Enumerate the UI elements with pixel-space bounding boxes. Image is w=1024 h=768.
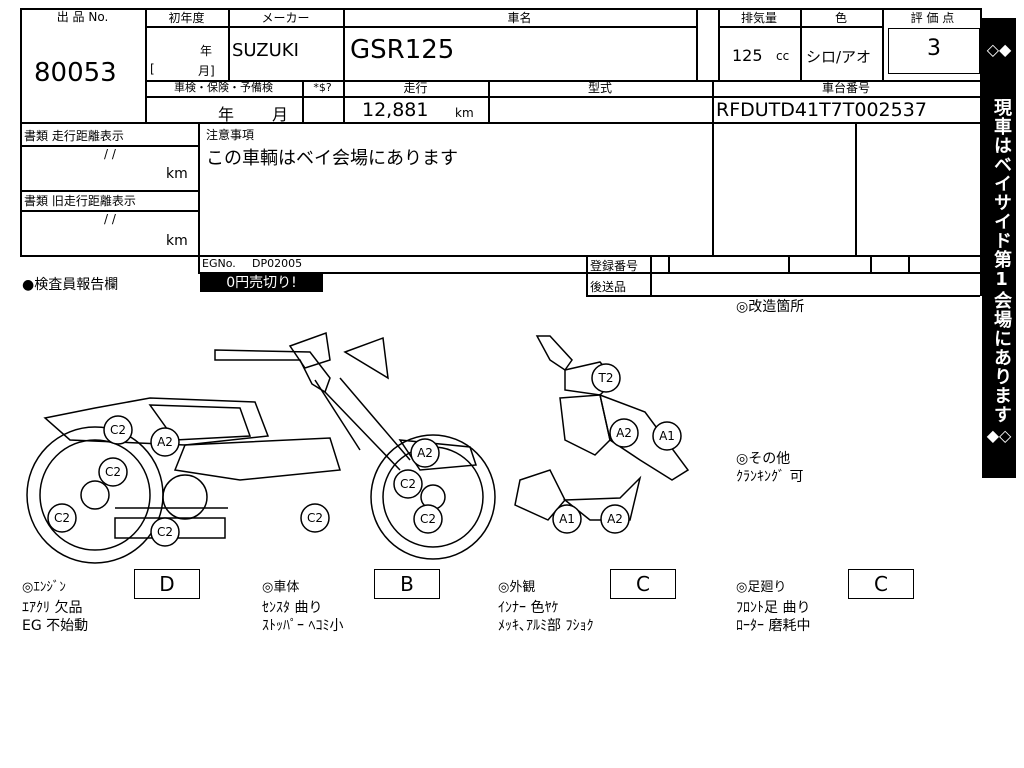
mileage-unit: km (455, 106, 474, 120)
doc-slash-2: / / (104, 212, 116, 226)
grade-label: ◎ｴﾝｼﾞﾝ (22, 580, 66, 595)
damage-marker-label: C2 (157, 525, 173, 539)
grade-value: B (374, 569, 440, 599)
other-note: ｸﾗﾝｷﾝｸﾞ 可 (736, 469, 804, 485)
doc-old-mileage-label: 書類 旧走行距離表示 (24, 194, 136, 208)
doc-km-1: km (166, 166, 188, 182)
reg-label: 登録番号 (590, 259, 639, 273)
mileage-label: 走行 (403, 81, 428, 95)
damage-marker-circle (150, 427, 180, 457)
year-nen: 年 (200, 44, 213, 58)
damage-marker-label: C2 (420, 512, 436, 526)
damage-marker-circle (47, 503, 77, 533)
grade-value: C (848, 569, 914, 599)
rear-wheel (26, 426, 164, 564)
sidebar-bottom-diamonds: ◆◇ (986, 426, 1012, 445)
dest-label: 後送品 (590, 280, 627, 294)
displacement-label: 排気量 (740, 11, 777, 25)
mileage-value: 12,881 (362, 99, 429, 121)
damage-marker-label: A2 (417, 446, 433, 460)
damage-marker-label: A2 (616, 426, 632, 440)
color-label: 色 (834, 11, 847, 25)
damage-marker-circle (552, 504, 582, 534)
other-label: ◎その他 (736, 451, 791, 467)
inspect-year: 年 (218, 105, 235, 124)
notes-text: この車輌はベイ会場にあります (206, 148, 458, 169)
damage-marker-circle (600, 504, 630, 534)
chassis-value: RFDUTD41T7T002537 (716, 99, 927, 121)
grade-note: EG 不始動 (22, 618, 89, 634)
doc-km-2: km (166, 233, 188, 249)
maker-label: メーカー (261, 11, 310, 25)
grade-note: ﾌﾛﾝﾄ足 曲り (736, 600, 811, 616)
front-wheel (370, 434, 496, 560)
grade-value: D (134, 569, 200, 599)
grade-note: ﾒｯｷ､ｱﾙﾐ部 ﾌｼｮｸ (498, 618, 594, 634)
damage-marker-circle (591, 363, 621, 393)
grade-note: ﾛｰﾀｰ 磨耗中 (736, 618, 811, 634)
grade-value: C (610, 569, 676, 599)
grade-note: ｲﾝﾅｰ 色ﾔｹ (498, 600, 559, 616)
damage-marker-circle (413, 504, 443, 534)
damage-marker-label: A1 (659, 429, 675, 443)
displacement-value: 125 (732, 46, 763, 65)
grade-label: ◎足廻り (736, 580, 787, 595)
lot-number: 80053 (34, 58, 117, 88)
damage-marker-label: A2 (607, 512, 623, 526)
inspect-month: 月 (272, 105, 289, 124)
year-bracket: [ (150, 62, 155, 76)
damage-marker-label: C2 (54, 511, 70, 525)
color-value: シロ/アオ (806, 48, 872, 66)
grade-note: ｽﾄｯﾊﾟｰ ﾍｺﾐ小 (262, 618, 344, 634)
chassis-label: 車台番号 (821, 81, 870, 95)
damage-marker-label: T2 (598, 371, 614, 385)
rating-value: 3 (927, 36, 941, 61)
model-value: GSR125 (350, 35, 455, 65)
sidebar-text: 現車はベイサイド第1会場にあります (991, 98, 1012, 424)
type-label: 型式 (587, 81, 612, 95)
grade-label: ◎車体 (262, 580, 300, 595)
damage-marker-circle (150, 517, 180, 547)
price-label: *$? (313, 81, 332, 94)
damage-marker-circle (393, 469, 423, 499)
modifications-label: ◎改造箇所 (736, 299, 805, 315)
rating-label: 評 価 点 (910, 11, 955, 25)
damage-marker-circle (410, 438, 440, 468)
grade-note: ｴｱｸﾘ 欠品 (22, 600, 83, 616)
damage-marker-label: C2 (400, 477, 416, 491)
damage-marker-label: C2 (105, 465, 121, 479)
location-sidebar: ◇◆ 現車はベイサイド第1会場にあります ◆◇ (982, 18, 1016, 478)
damage-marker-circle (300, 503, 330, 533)
damage-marker-label: A2 (157, 435, 173, 449)
damage-marker-circle (652, 421, 682, 451)
damage-marker-label: C2 (307, 511, 323, 525)
zero-yen-banner: 0円売切り! (200, 274, 323, 292)
year-label: 初年度 (168, 11, 205, 25)
grade-label: ◎外観 (498, 580, 536, 595)
displacement-unit: cc (776, 49, 790, 63)
notes-label: 注意事項 (206, 128, 255, 142)
egno-value: DP02005 (252, 257, 303, 270)
grade-note: ｾﾝｽﾀ 曲り (262, 600, 323, 616)
damage-marker-circle (98, 457, 128, 487)
year-month: 月] (198, 64, 215, 78)
doc-mileage-label: 書類 走行距離表示 (24, 129, 124, 143)
inspector-label: ●検査員報告欄 (22, 277, 119, 293)
model-label: 車名 (507, 11, 532, 25)
damage-marker-label: A1 (559, 512, 575, 526)
inspection-label: 車検・保険・予備検 (174, 81, 273, 94)
damage-marker-label: C2 (110, 423, 126, 437)
doc-slash-1: / / (104, 147, 116, 161)
sidebar-top-diamonds: ◇◆ (986, 40, 1012, 59)
rating-box: 3 (888, 28, 980, 74)
damage-marker-circle (609, 418, 639, 448)
egno-label: EGNo. (202, 257, 236, 270)
lot-no-label: 出 品 No. (56, 10, 109, 24)
damage-marker-circle (103, 415, 133, 445)
maker-value: SUZUKI (232, 40, 299, 61)
